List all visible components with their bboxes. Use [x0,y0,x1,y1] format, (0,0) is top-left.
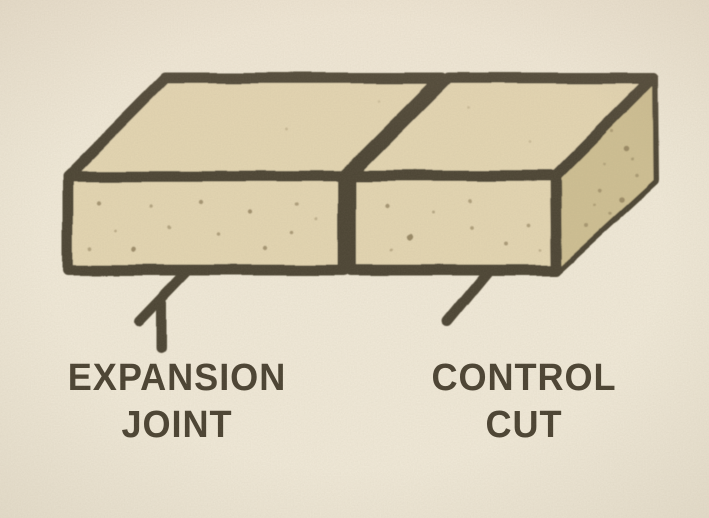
paper-grain-overlay [0,0,709,518]
illustration-canvas: EXPANSION JOINT CONTROL CUT [0,0,709,518]
slab-diagram: EXPANSION JOINT CONTROL CUT [0,0,709,518]
